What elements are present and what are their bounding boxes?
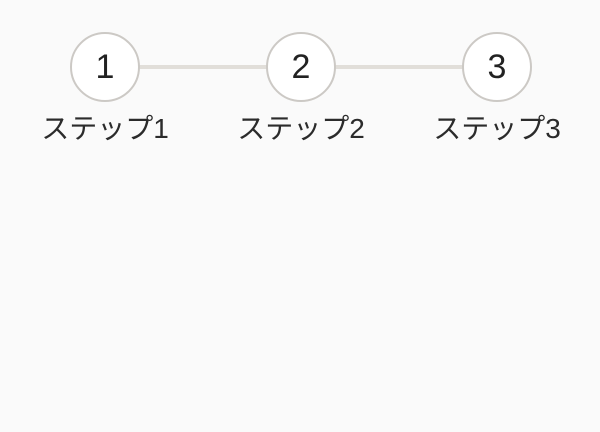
step-2-circle[interactable]: 2 [266,32,336,102]
step-1-label: ステップ1 [41,113,169,144]
stepper-step-2: 2 ステップ2 [203,32,399,143]
step-3-circle[interactable]: 3 [462,32,532,102]
stepper: 1 ステップ1 2 ステップ2 3 ステップ3 [7,32,595,143]
stepper-step-1: 1 ステップ1 [7,32,203,143]
step-1-circle[interactable]: 1 [70,32,140,102]
step-2-label: ステップ2 [237,113,365,144]
step-3-label: ステップ3 [433,113,561,144]
stepper-step-3: 3 ステップ3 [399,32,595,143]
